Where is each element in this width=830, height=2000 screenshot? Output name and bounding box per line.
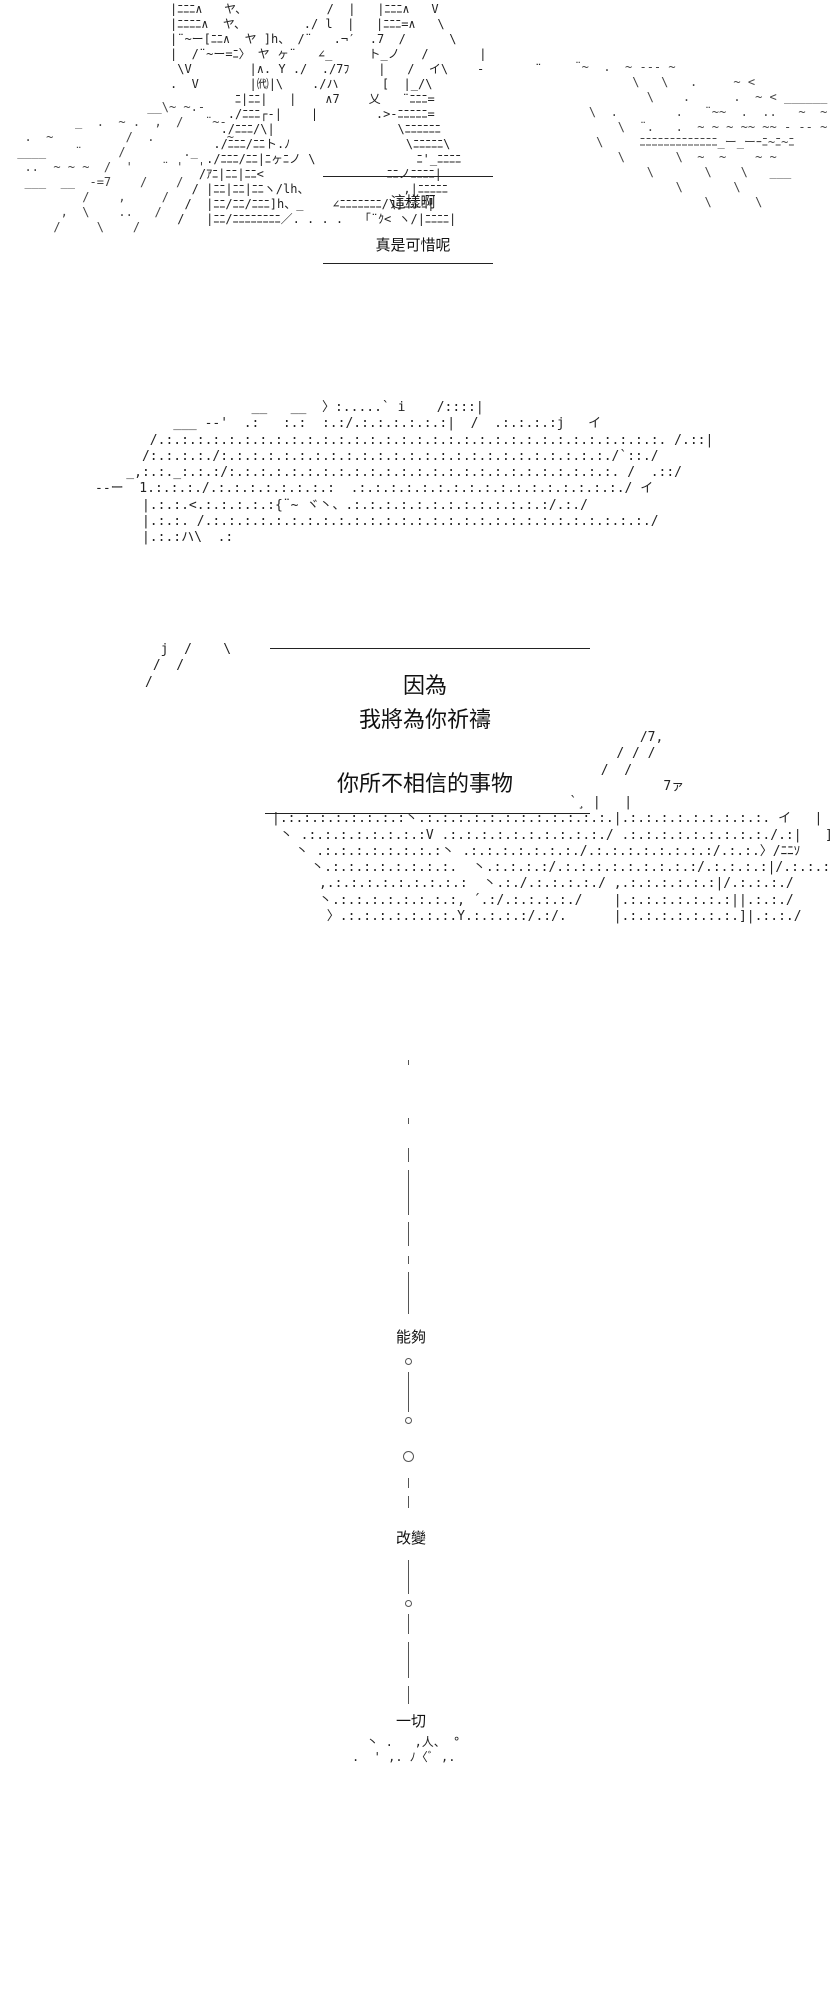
thread-line xyxy=(408,1118,409,1124)
thread-bead xyxy=(405,1358,412,1365)
thread-bead xyxy=(403,1451,414,1462)
caption-line: 這樣啊 xyxy=(390,193,436,211)
thread-line xyxy=(408,1642,409,1678)
thread-line xyxy=(408,1148,409,1162)
thread-line xyxy=(408,1372,409,1412)
speech-divider-bottom xyxy=(265,813,590,814)
thread-line xyxy=(408,1686,409,1704)
ascii-art-block-upper: __ __ 〉:.....` i /::::| ___ --' .: :.: :… xyxy=(95,400,714,545)
speech-divider-bottom xyxy=(323,263,493,264)
thread-bead xyxy=(405,1600,412,1607)
ascii-art-figure-top: |ﾆﾆﾆ∧ ヤ、 / | |ﾆﾆﾆ∧ V |ﾆﾆﾆﾆ∧ ヤ、 ./ l | |ﾆ… xyxy=(170,2,543,226)
thread-line xyxy=(408,1222,409,1246)
thread-line xyxy=(408,1060,409,1065)
ascii-art-block-lower: j / \ / / / xyxy=(145,642,232,690)
ascii-art-rays-right: ¨~ . ~ --- ~ \ \ . ~ < \ . . ~ < ______ … xyxy=(574,60,828,209)
caption-line: 你所不相信的事物 xyxy=(336,772,514,797)
caption-line: 改變 xyxy=(395,1529,427,1547)
thread-line xyxy=(408,1272,409,1314)
caption-line: 因為 xyxy=(402,674,448,699)
thread-bead xyxy=(405,1417,412,1424)
thread-line xyxy=(408,1478,409,1488)
caption-line: 真是可惜呢 xyxy=(375,236,451,254)
speech-divider-top xyxy=(323,176,493,177)
thread-line xyxy=(408,1560,409,1594)
thread-line xyxy=(408,1170,409,1215)
thread-line xyxy=(408,1496,409,1508)
speech-divider-top xyxy=(270,648,590,649)
ascii-art-thread-end: 丶 . ,人、 ° . ' ,. ﾉ〈ﾞ ,. xyxy=(352,1735,461,1764)
thread-line xyxy=(408,1614,409,1634)
caption-line: 能夠 xyxy=(395,1328,427,1346)
ascii-art-rays-left: __\~ ~.- _ . ~ . , / ¨~- . ~ / . ~ ____ … xyxy=(17,100,234,234)
thread-line xyxy=(408,1256,409,1264)
caption-line: 我將為你祈禱 xyxy=(358,708,492,733)
caption-line: 一切 xyxy=(395,1712,427,1730)
ascii-art-fists: /7, / / / / / 7ァ `¸ | | xyxy=(272,730,830,924)
